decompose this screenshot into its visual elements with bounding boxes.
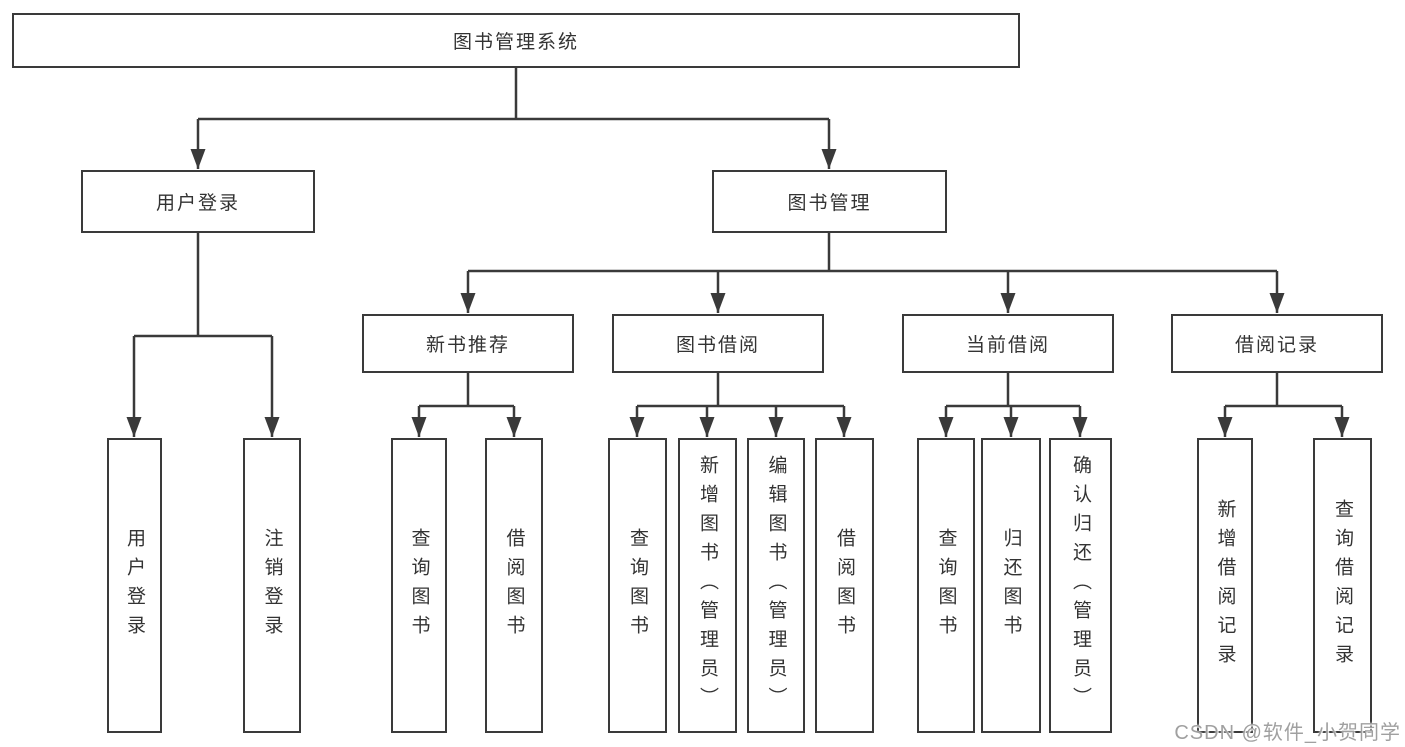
leaf-label: 新增借阅记录 — [1214, 498, 1236, 673]
leaf-label: 新增图书（管理员） — [697, 455, 718, 716]
wire-root-to-branches — [190, 68, 837, 169]
leaf-label: 用户登录 — [124, 527, 145, 644]
node-new-book-recommendation: 新书推荐 — [362, 314, 574, 373]
leaf-label: 确认归还（管理员） — [1070, 455, 1091, 716]
leaf-label: 查询图书 — [935, 527, 957, 644]
node-leaf-logout: 注销登录 — [243, 438, 301, 733]
wire-book-mgmt-to-sections — [460, 233, 1285, 313]
wire-book-borrow-to-leaves — [629, 373, 852, 437]
leaf-label: 编辑图书（管理员） — [765, 455, 787, 716]
node-leaf-bb-edit-books-admin: 编辑图书（管理员） — [747, 438, 805, 733]
node-book-borrowing: 图书借阅 — [612, 314, 824, 373]
node-leaf-bb-query-books: 查询图书 — [608, 438, 667, 733]
leaf-label: 借阅图书 — [834, 527, 855, 644]
node-current-borrowing: 当前借阅 — [902, 314, 1114, 373]
csdn-watermark: CSDN @软件_小贺同学 — [1174, 722, 1401, 744]
leaf-label: 查询图书 — [408, 527, 430, 644]
leaf-label: 查询图书 — [627, 527, 648, 644]
node-library-system-root: 图书管理系统 — [12, 13, 1020, 68]
leaf-label: 注销登录 — [261, 527, 283, 644]
leaf-label: 查询借阅记录 — [1332, 498, 1353, 673]
node-leaf-cb-confirm-return-admin: 确认归还（管理员） — [1049, 438, 1112, 733]
wire-current-borrow-to-leaves — [938, 373, 1088, 437]
node-borrowing-records: 借阅记录 — [1171, 314, 1383, 373]
node-leaf-bb-borrow-books: 借阅图书 — [815, 438, 874, 733]
node-leaf-rec-query-books: 查询图书 — [391, 438, 447, 733]
wire-user-login-to-leaves — [126, 233, 280, 437]
node-leaf-br-add-record: 新增借阅记录 — [1197, 438, 1253, 733]
wire-new-book-rec-to-leaves — [411, 373, 522, 437]
node-leaf-bb-add-books-admin: 新增图书（管理员） — [678, 438, 737, 733]
wire-borrow-record-to-leaves — [1217, 373, 1350, 437]
leaf-label: 归还图书 — [1000, 527, 1022, 644]
node-leaf-cb-query-books: 查询图书 — [917, 438, 975, 733]
node-leaf-br-query-record: 查询借阅记录 — [1313, 438, 1372, 733]
node-leaf-user-login: 用户登录 — [107, 438, 162, 733]
node-leaf-rec-borrow-books: 借阅图书 — [485, 438, 543, 733]
node-user-login-branch: 用户登录 — [81, 170, 315, 233]
node-book-management-branch: 图书管理 — [712, 170, 947, 233]
leaf-label: 借阅图书 — [503, 527, 525, 644]
node-leaf-cb-return-books: 归还图书 — [981, 438, 1041, 733]
